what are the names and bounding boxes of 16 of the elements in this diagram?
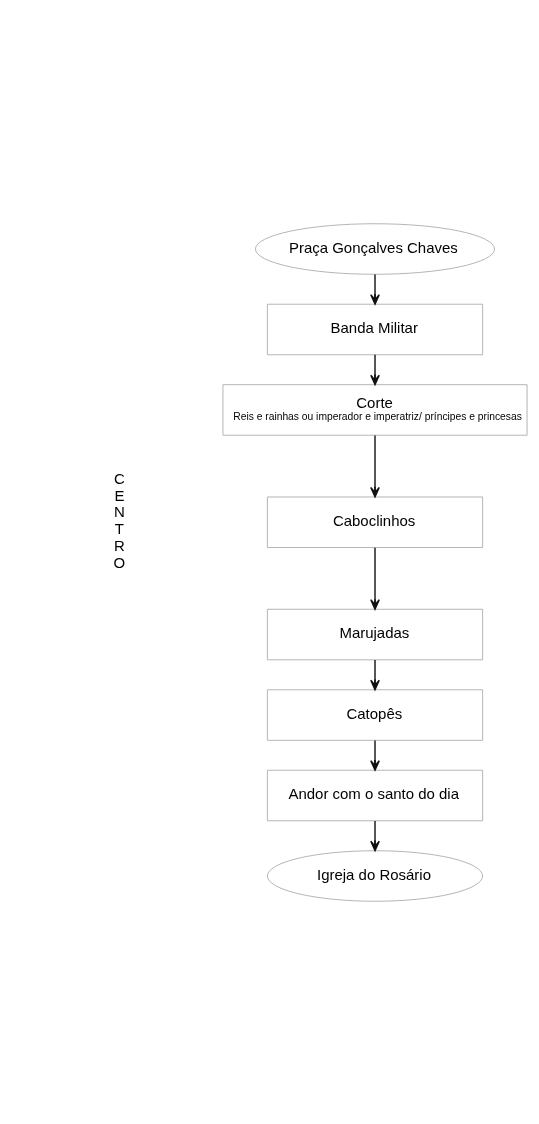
arrow (370, 434, 380, 498)
node-box: Caboclinhos (266, 496, 484, 548)
arrow (370, 273, 380, 305)
arrow (370, 739, 380, 771)
node-ellipse: Igreja do Rosário (266, 849, 484, 902)
arrow (370, 353, 380, 385)
arrow (370, 546, 380, 610)
arrow (370, 658, 380, 690)
node-ellipse: Praça Gonçalves Chaves (255, 222, 496, 275)
arrow (370, 819, 380, 851)
node-box: Catopês (266, 688, 484, 741)
label: CENTRO (113, 469, 126, 571)
node-box: Marujadas (266, 608, 484, 660)
node-box: Andor com o santo do dia (266, 769, 484, 821)
node-box: Corte Reis e rainhas ou imperador e imperatriz/ príncipes e princesas (222, 383, 528, 436)
node-box: Banda Militar (266, 303, 484, 355)
